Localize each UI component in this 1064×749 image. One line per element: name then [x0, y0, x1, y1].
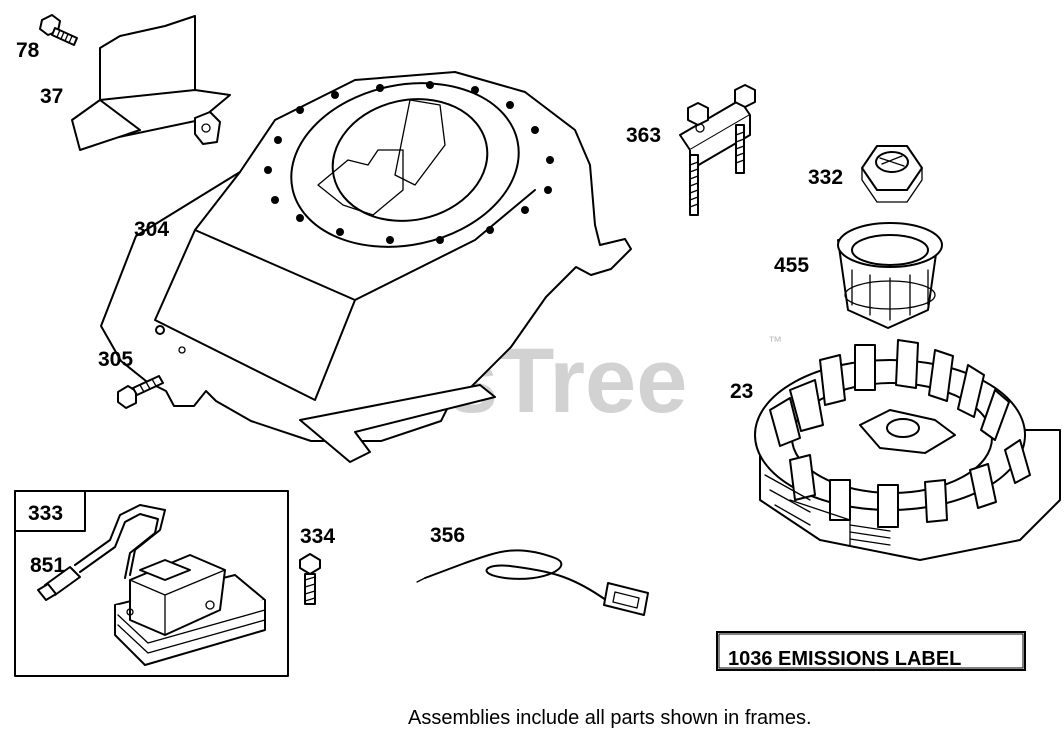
callout-363: 363 [626, 124, 661, 147]
part-304-blower-housing-drawing [100, 71, 632, 463]
emissions-label-box: 1036 EMISSIONS LABEL [716, 631, 1026, 671]
assembly-frame-333 [14, 490, 289, 677]
callout-332: 332 [808, 166, 843, 189]
callout-333: 333 [28, 502, 63, 525]
callout-455: 455 [774, 254, 809, 277]
callout-851: 851 [30, 554, 65, 577]
callout-305: 305 [98, 348, 133, 371]
callout-78: 78 [16, 39, 40, 62]
part-78-bolt-drawing [39, 14, 78, 46]
callout-23: 23 [730, 380, 753, 403]
part-305-screw-drawing [117, 375, 164, 409]
callout-37: 37 [40, 85, 63, 108]
watermark-trademark: ™ [768, 333, 782, 349]
part-455-starter-cup-drawing [837, 222, 943, 329]
part-363-bracket-drawing [679, 84, 756, 216]
assembly-frame-333-tab [14, 490, 86, 532]
callout-334: 334 [300, 525, 335, 548]
emissions-label-text: 1036 EMISSIONS LABEL [728, 648, 961, 670]
footer-note: Assemblies include all parts shown in fr… [408, 707, 812, 729]
part-334-screw-drawing [299, 553, 321, 605]
callout-356: 356 [430, 524, 465, 547]
callout-304: 304 [134, 218, 169, 241]
part-37-shield-drawing [71, 15, 231, 151]
part-23-flywheel-drawing [754, 339, 1061, 561]
part-332-nut-drawing [861, 145, 923, 203]
part-356-wire-drawing [416, 549, 649, 616]
part-851-ignition-coil-drawing [37, 504, 266, 666]
